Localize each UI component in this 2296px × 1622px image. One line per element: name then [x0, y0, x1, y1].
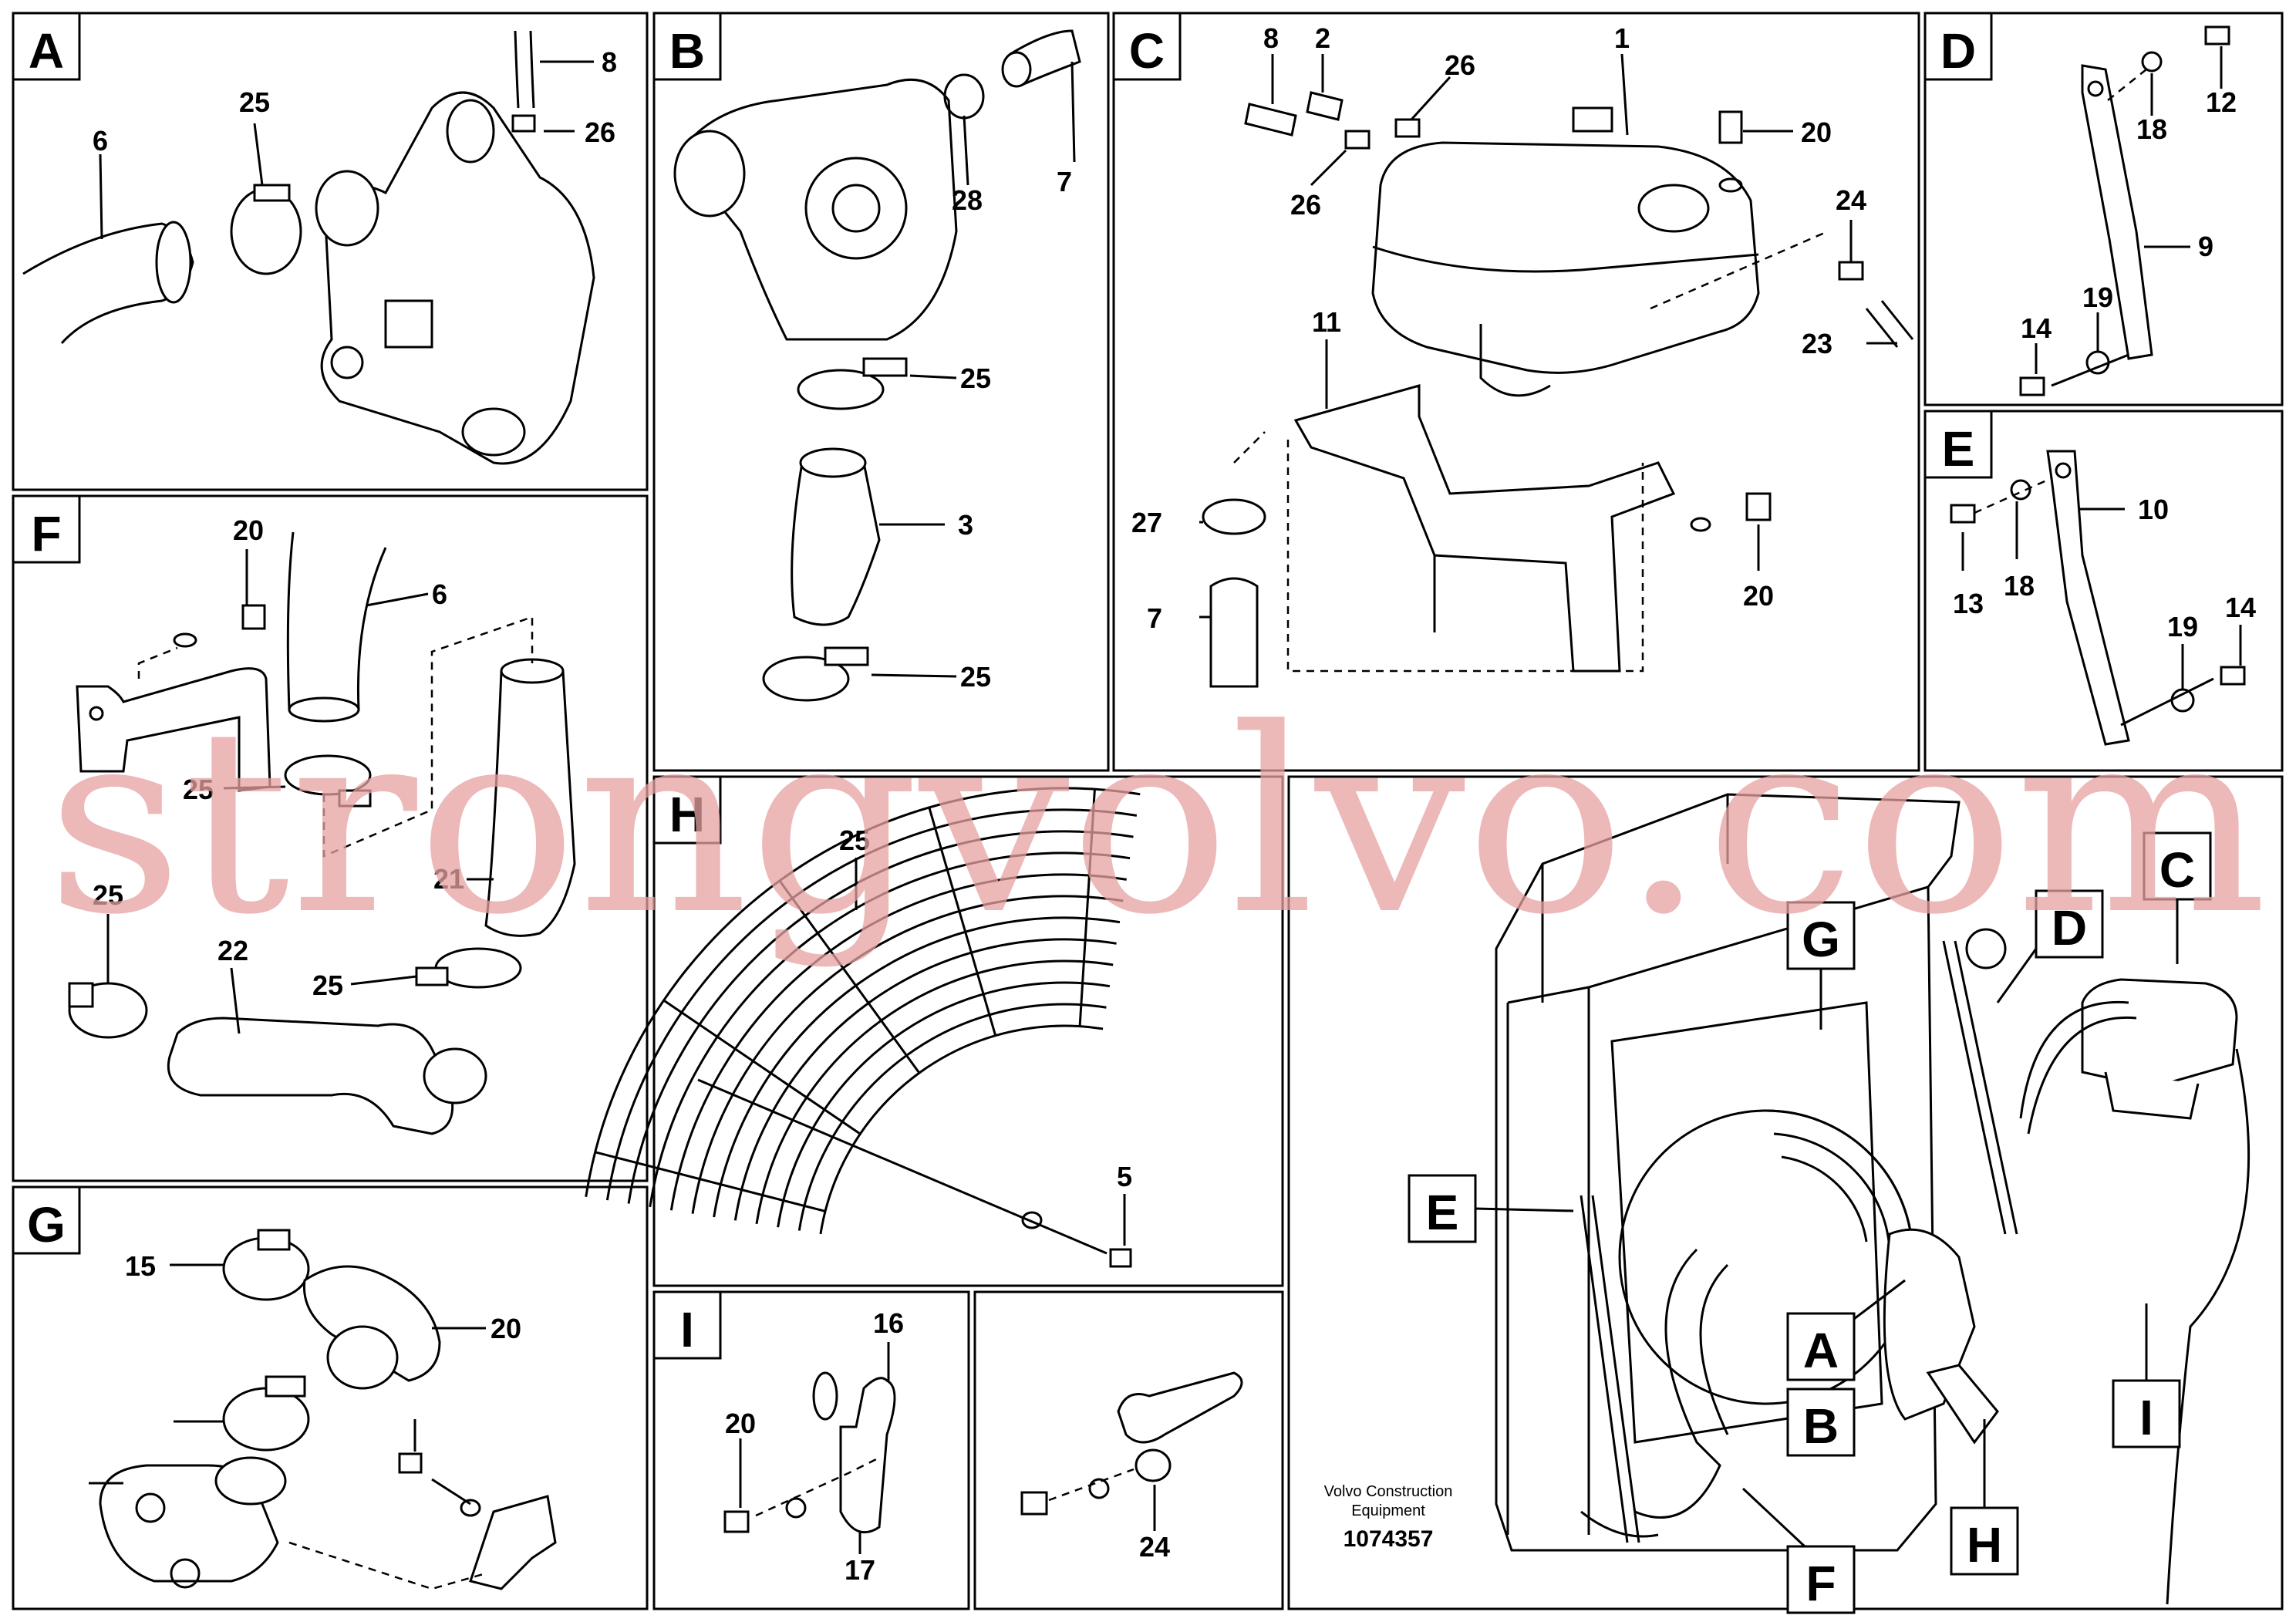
panel-c-label: C: [1129, 23, 1165, 79]
caption-line-2: Equipment: [1351, 1502, 1425, 1519]
callout-20: 20: [725, 1408, 756, 1439]
grille-spoke: [663, 999, 861, 1135]
callout-25: 25: [239, 86, 270, 118]
callout-5: 20: [491, 1313, 521, 1344]
callout-21: 21: [433, 863, 464, 895]
panel-i-label: I: [680, 1302, 694, 1357]
callout-10: 10: [2138, 494, 2169, 525]
panel-d: D 12 18 9 19 14: [1923, 12, 2284, 406]
callout-23: 23: [1802, 328, 1832, 359]
panel-h-label: G: [27, 1197, 66, 1253]
part-number: 1074357: [1344, 1526, 1434, 1552]
grille-ring: [585, 787, 1141, 1197]
panel-g-label: H: [669, 787, 705, 842]
panel-b-label: B: [669, 23, 705, 79]
panel-fitting-24: 24: [973, 1290, 1284, 1610]
callout-27: 27: [1131, 507, 1162, 538]
callout-19: 19: [2082, 282, 2113, 313]
panel-g: H 25 5: [585, 775, 1284, 1287]
grille-spoke: [595, 1151, 826, 1212]
grille-ring: [777, 981, 1111, 1228]
grille-spoke: [928, 807, 997, 1037]
pointer-i: I: [2139, 1390, 2153, 1445]
callout-20: 20: [233, 514, 264, 546]
overview-assembly: C D G E A B I H F Volvo Construction Equ…: [1287, 775, 2284, 1614]
pointer-c: C: [2159, 842, 2195, 898]
panel-a-label: A: [29, 23, 64, 79]
callout-8: 8: [1263, 22, 1279, 54]
pointer-g: G: [1802, 912, 1840, 967]
fan-guard-grille: [585, 787, 1141, 1235]
callout-26: 26: [585, 116, 615, 148]
pointer-e: E: [1426, 1185, 1459, 1240]
callout-6: 6: [93, 125, 108, 157]
panel-e-label: E: [1942, 421, 1975, 477]
callout-14: 14: [2021, 312, 2052, 344]
panel-i: I 16 20 17: [652, 1290, 970, 1610]
callout-13: 13: [1953, 588, 1984, 619]
callout-24: 24: [1836, 184, 1866, 216]
callout-20: 5: [1117, 1161, 1132, 1192]
callout-7: 7: [1147, 602, 1162, 634]
callout-1: 1: [1614, 22, 1630, 54]
callout-25: 15: [125, 1250, 156, 1282]
caption-line-1: Volvo Construction: [1324, 1483, 1453, 1500]
callout-11: 11: [1312, 306, 1341, 338]
callout-14: 14: [2225, 592, 2256, 623]
callout-25: 25: [183, 774, 214, 805]
panel-e: E 10 18 13 19 14: [1923, 410, 2284, 772]
callout-26: 26: [1445, 49, 1475, 81]
grille-ring: [819, 1024, 1104, 1235]
pointer-b: B: [1803, 1398, 1839, 1454]
callout-28: 28: [952, 184, 983, 216]
pointer-a: A: [1803, 1323, 1839, 1378]
callout-17: 17: [845, 1554, 875, 1586]
pointer-f: F: [1805, 1556, 1836, 1611]
pointer-h: H: [1967, 1517, 2002, 1573]
overview-fan-guard: [1765, 1109, 1914, 1258]
grille-spoke: [1078, 789, 1096, 1027]
panel-f: F 20 6 25: [12, 494, 649, 1182]
callout-2: 2: [1315, 22, 1330, 54]
callout-26: 26: [1290, 189, 1321, 221]
pointer-d: D: [2052, 900, 2087, 956]
grille-ring: [797, 1003, 1107, 1231]
callout-19: 19: [2167, 611, 2198, 642]
callout-15: 25: [839, 824, 870, 856]
panel-a: A 6 25 8 26: [12, 12, 649, 491]
grille-spoke: [778, 880, 921, 1074]
callout-3: 3: [958, 509, 973, 541]
callout-6: 6: [432, 578, 447, 610]
panel-b: B 28 7 25 3 25: [652, 12, 1110, 772]
callout-20: 20: [1743, 580, 1774, 612]
panel-c: C: [1112, 12, 1920, 772]
callout-8: 8: [602, 46, 617, 78]
callout-9: 9: [2198, 231, 2213, 262]
watermark: strongvolvo.com: [46, 674, 2267, 970]
callout-22: 22: [217, 935, 248, 966]
callout-20: 20: [1801, 116, 1832, 148]
callout-7: 7: [1057, 166, 1072, 197]
callout-24: 24: [1139, 1531, 1170, 1563]
callout-25: 25: [312, 969, 343, 1001]
callout-12: 12: [2206, 86, 2237, 118]
panel-d-label: D: [1940, 23, 1976, 79]
callout-18: 18: [2004, 570, 2035, 602]
callout-25: 25: [960, 363, 991, 394]
callout-25: 25: [960, 661, 991, 693]
panel-f-label: F: [31, 506, 61, 561]
callout-25: 25: [93, 879, 123, 911]
panel-h: G 15 20: [12, 1185, 649, 1610]
callout-16: 16: [873, 1307, 904, 1339]
callout-18: 18: [2136, 113, 2167, 145]
